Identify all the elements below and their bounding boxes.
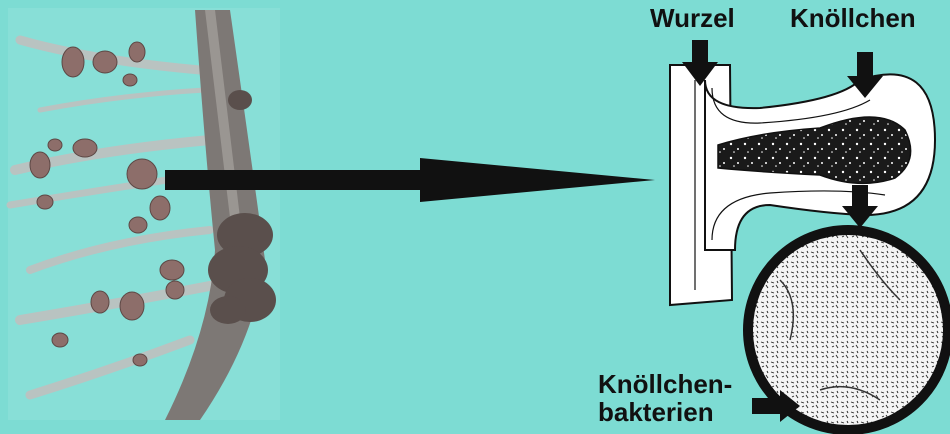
label-bakterien-line1: Knöllchen- [598, 370, 732, 398]
label-wurzel: Wurzel [650, 4, 735, 32]
label-knoellchen: Knöllchen [790, 4, 916, 32]
label-bakterien-line2: bakterien [598, 398, 732, 426]
root-photo [8, 8, 280, 420]
label-knoellchenbakterien: Knöllchen- bakterien [598, 370, 732, 426]
